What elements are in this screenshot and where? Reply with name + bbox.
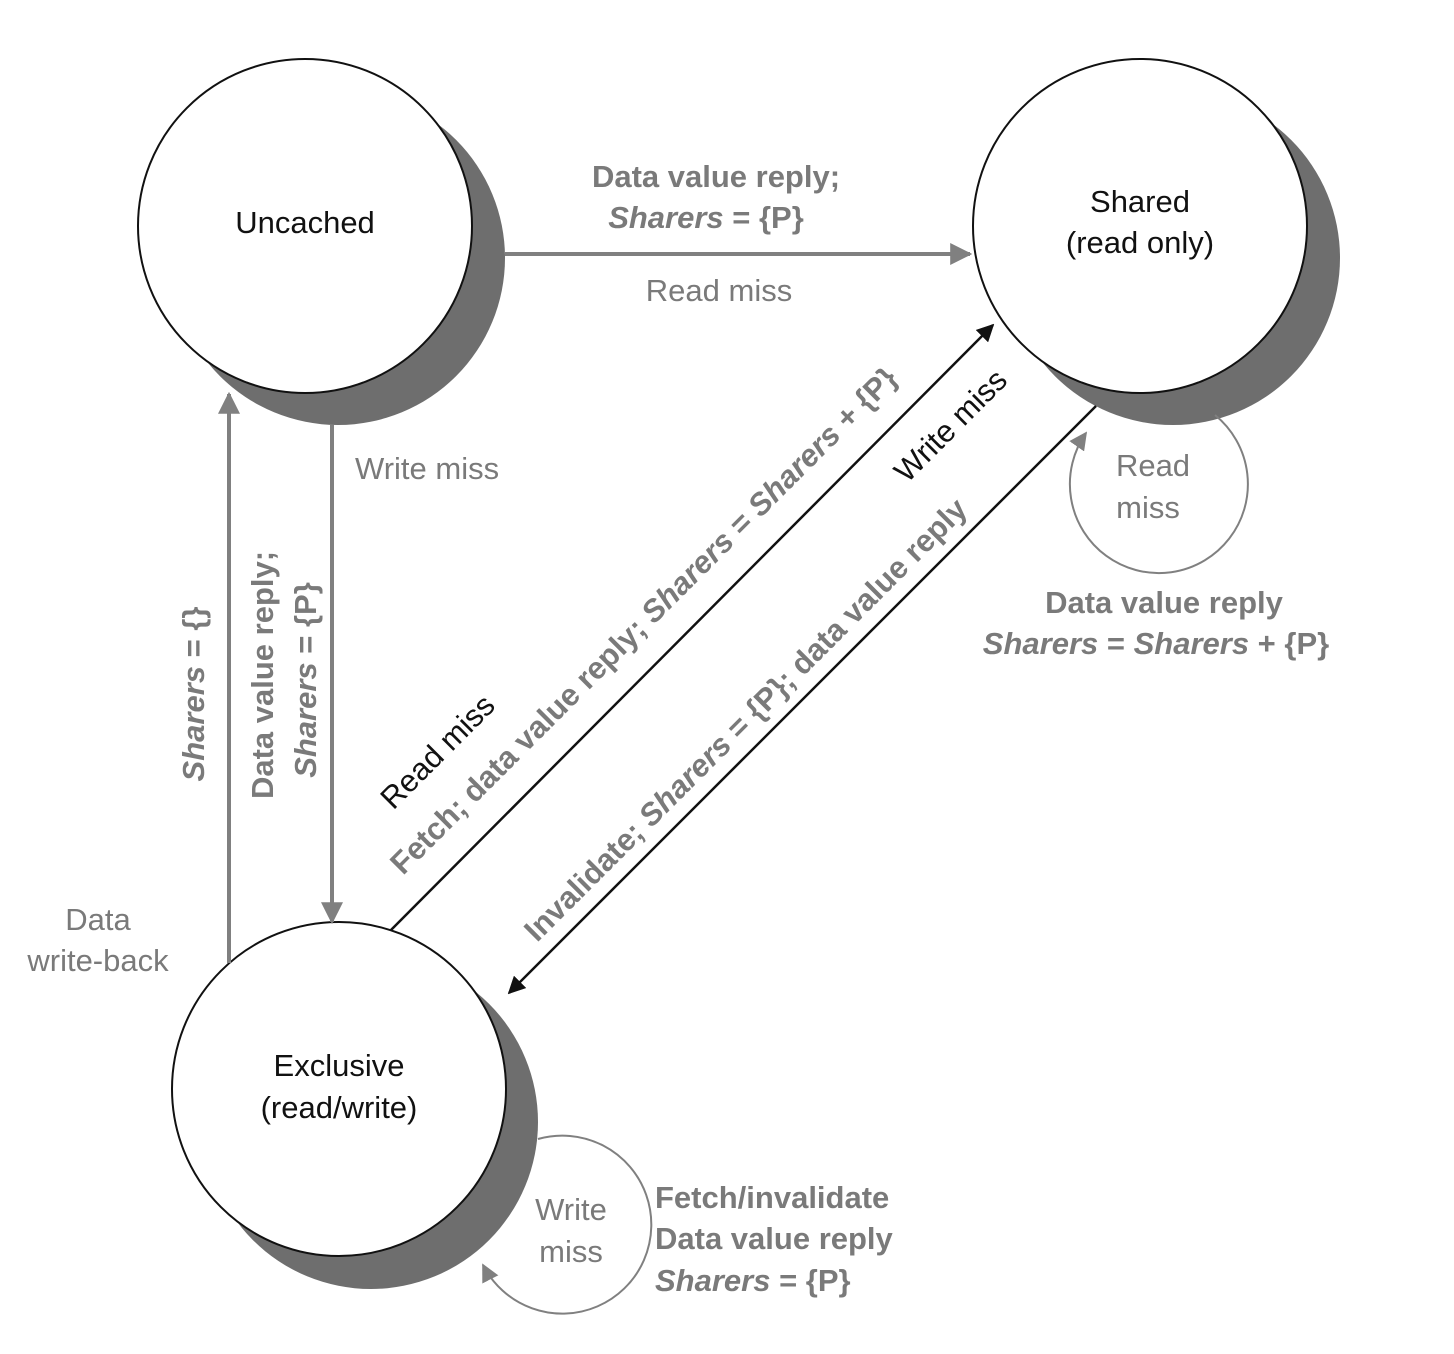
state-uncached: Uncached <box>137 58 505 425</box>
shared-self-action-line1: Data value reply <box>1045 585 1284 620</box>
uncached-to-shared-action-line2: Sharers = {P} <box>608 200 804 235</box>
state-exclusive-label-line1: Exclusive <box>274 1048 405 1083</box>
exclusive-to-uncached-action-group: Sharers = {} <box>176 607 211 782</box>
state-exclusive-circle <box>171 921 507 1257</box>
exclusive-self-event-line1: Write <box>535 1192 607 1227</box>
shared-to-exclusive-action: Invalidate; Sharers = {P}; data value re… <box>517 491 974 948</box>
exclusive-to-uncached-action: Sharers = {} <box>176 607 211 782</box>
arrow-shared-self-loop <box>1068 414 1249 575</box>
exclusive-self-action-line1: Fetch/invalidate <box>655 1180 889 1215</box>
uncached-to-exclusive-action-line2-group: Sharers = {P} <box>288 582 323 778</box>
uncached-to-shared-action-line1: Data value reply; <box>592 159 840 194</box>
arrow-shared-to-exclusive <box>507 405 1097 995</box>
shared-to-exclusive-action-group: Invalidate; Sharers = {P}; data value re… <box>517 491 974 948</box>
state-shared: Shared (read only) <box>972 58 1340 425</box>
state-exclusive-label-line2: (read/write) <box>261 1090 418 1125</box>
exclusive-self-action-line3: Sharers = {P} <box>655 1263 851 1298</box>
shared-self-action-line2: Sharers = Sharers + {P} <box>983 626 1329 661</box>
uncached-to-exclusive-event: Write miss <box>355 451 499 486</box>
state-shared-label-line1: Shared <box>1090 184 1190 219</box>
uncached-to-exclusive-action-line1: Data value reply; <box>245 551 280 799</box>
uncached-to-shared-event: Read miss <box>646 273 792 308</box>
uncached-to-exclusive-action-line1-group: Data value reply; <box>245 551 280 799</box>
shared-to-exclusive-event: Write miss <box>887 362 1014 489</box>
exclusive-to-uncached-event-line2: write-back <box>26 943 169 978</box>
state-shared-label-line2: (read only) <box>1066 225 1214 260</box>
exclusive-self-action-line2: Data value reply <box>655 1221 894 1256</box>
uncached-to-exclusive-action-line2: Sharers = {P} <box>288 582 323 778</box>
shared-self-event-line2: miss <box>1116 490 1180 525</box>
shared-to-exclusive-event-group: Write miss <box>887 362 1014 489</box>
exclusive-self-event-line2: miss <box>539 1234 603 1269</box>
state-uncached-label: Uncached <box>235 205 375 240</box>
state-uncached-circle <box>137 58 473 394</box>
arrow-exclusive-self-loop <box>482 1134 653 1315</box>
state-exclusive: Exclusive (read/write) <box>171 921 538 1289</box>
shared-self-event-line1: Read <box>1116 448 1190 483</box>
state-shared-circle <box>972 58 1308 394</box>
arrow-exclusive-to-shared <box>390 323 995 931</box>
exclusive-to-uncached-event-line1: Data <box>65 902 131 937</box>
